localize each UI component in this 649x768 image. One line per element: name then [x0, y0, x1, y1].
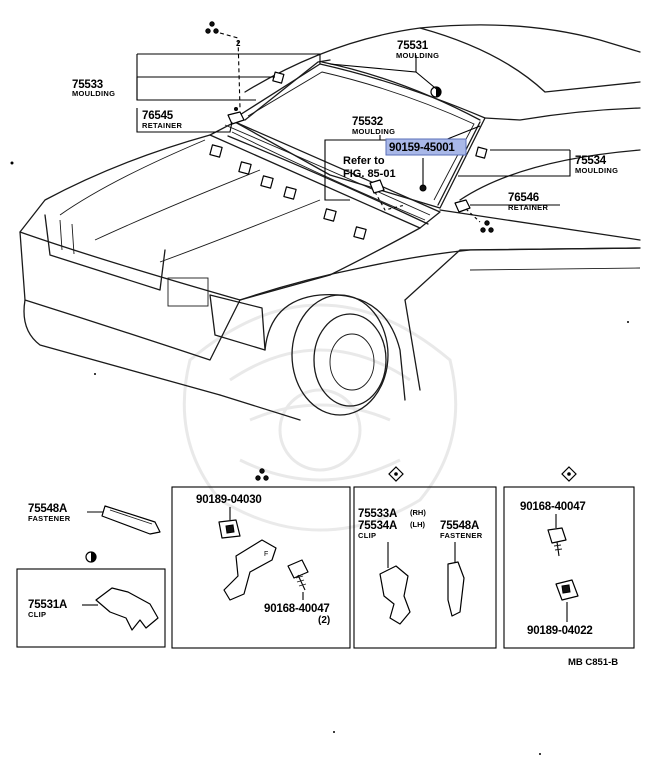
nut-90189-04022-part [555, 579, 579, 601]
highlight-90159 [385, 138, 467, 156]
label-76545: 76545 [142, 110, 174, 122]
screw-90168-40047-b-part [547, 527, 567, 557]
label-76546-sub: RETAINER [508, 203, 548, 212]
nut-90189-04030-part [218, 519, 241, 539]
misc-mark: 2 [236, 39, 241, 48]
box-75531A [16, 568, 166, 648]
leader-lines-upper [136, 53, 571, 211]
fastener-75548A-right-part [447, 561, 465, 617]
diamond-dot-icon-center [388, 466, 404, 482]
label-76546: 76546 [508, 192, 539, 204]
diamond-dot-icon-right [561, 466, 577, 482]
car-body-illustration [19, 24, 641, 421]
refer-fig-text: FIG. 85-01 [343, 168, 396, 180]
watermark-crest [182, 303, 458, 532]
clip-75531A-part [95, 587, 159, 631]
half-filled-circle-icon-lower [85, 551, 97, 563]
label-75548A-right-sub: FASTENER [440, 531, 483, 540]
label-75533: 75533 [72, 79, 103, 91]
screw-90168-40047-part [287, 559, 309, 591]
box-center [171, 486, 351, 649]
label-75531A: 75531A [28, 599, 67, 611]
label-75533A-side: (RH) [410, 508, 426, 517]
refer-to-text: Refer to [343, 155, 385, 167]
three-dots-triangle-icon-right [480, 220, 494, 233]
retainer-squares [209, 71, 488, 240]
three-dots-triangle-icon [205, 21, 219, 34]
label-75532: 75532 [352, 116, 383, 128]
label-75531A-sub: CLIP [28, 610, 46, 619]
retainer-76545-part [227, 107, 245, 125]
fastener-75548A-part [101, 505, 161, 535]
three-dots-triangle-icon-center [255, 468, 269, 481]
label-75532-sub: MOULDING [352, 127, 395, 136]
label-90189-04030: 90189-04030 [196, 494, 262, 506]
label-75534: 75534 [575, 155, 607, 167]
label-90189-04022: 90189-04022 [527, 625, 593, 637]
label-qty-2: (2) [318, 615, 330, 626]
box-right [503, 486, 635, 649]
label-90159-45001: 90159-45001 [389, 142, 455, 154]
retainer-bracket-part: F [223, 539, 277, 601]
box-clips [353, 486, 497, 649]
label-75548A-left: 75548A [28, 503, 67, 515]
label-90168-40047-b: 90168-40047 [520, 501, 586, 513]
figure-code: MB C851-B [568, 657, 618, 668]
windshield-moulding-parts [227, 59, 481, 225]
label-76545-sub: RETAINER [142, 121, 182, 130]
label-clip-sub: CLIP [358, 531, 376, 540]
label-75548A-right: 75548A [440, 520, 479, 532]
clip-part-refer [369, 179, 427, 194]
label-75534A-side: (LH) [410, 520, 425, 529]
label-75533-sub: MOULDING [72, 89, 115, 98]
label-90168-40047-a: 90168-40047 [264, 603, 330, 615]
label-75548A-left-sub: FASTENER [28, 514, 71, 523]
svg-text:F: F [264, 551, 268, 558]
label-75534A: 75534A [358, 520, 397, 532]
clip-75533A-part [379, 565, 411, 625]
label-75534-sub: MOULDING [575, 166, 618, 175]
label-75531: 75531 [397, 40, 429, 52]
label-75533A: 75533A [358, 508, 397, 520]
label-75531-sub: MOULDING [396, 51, 439, 60]
